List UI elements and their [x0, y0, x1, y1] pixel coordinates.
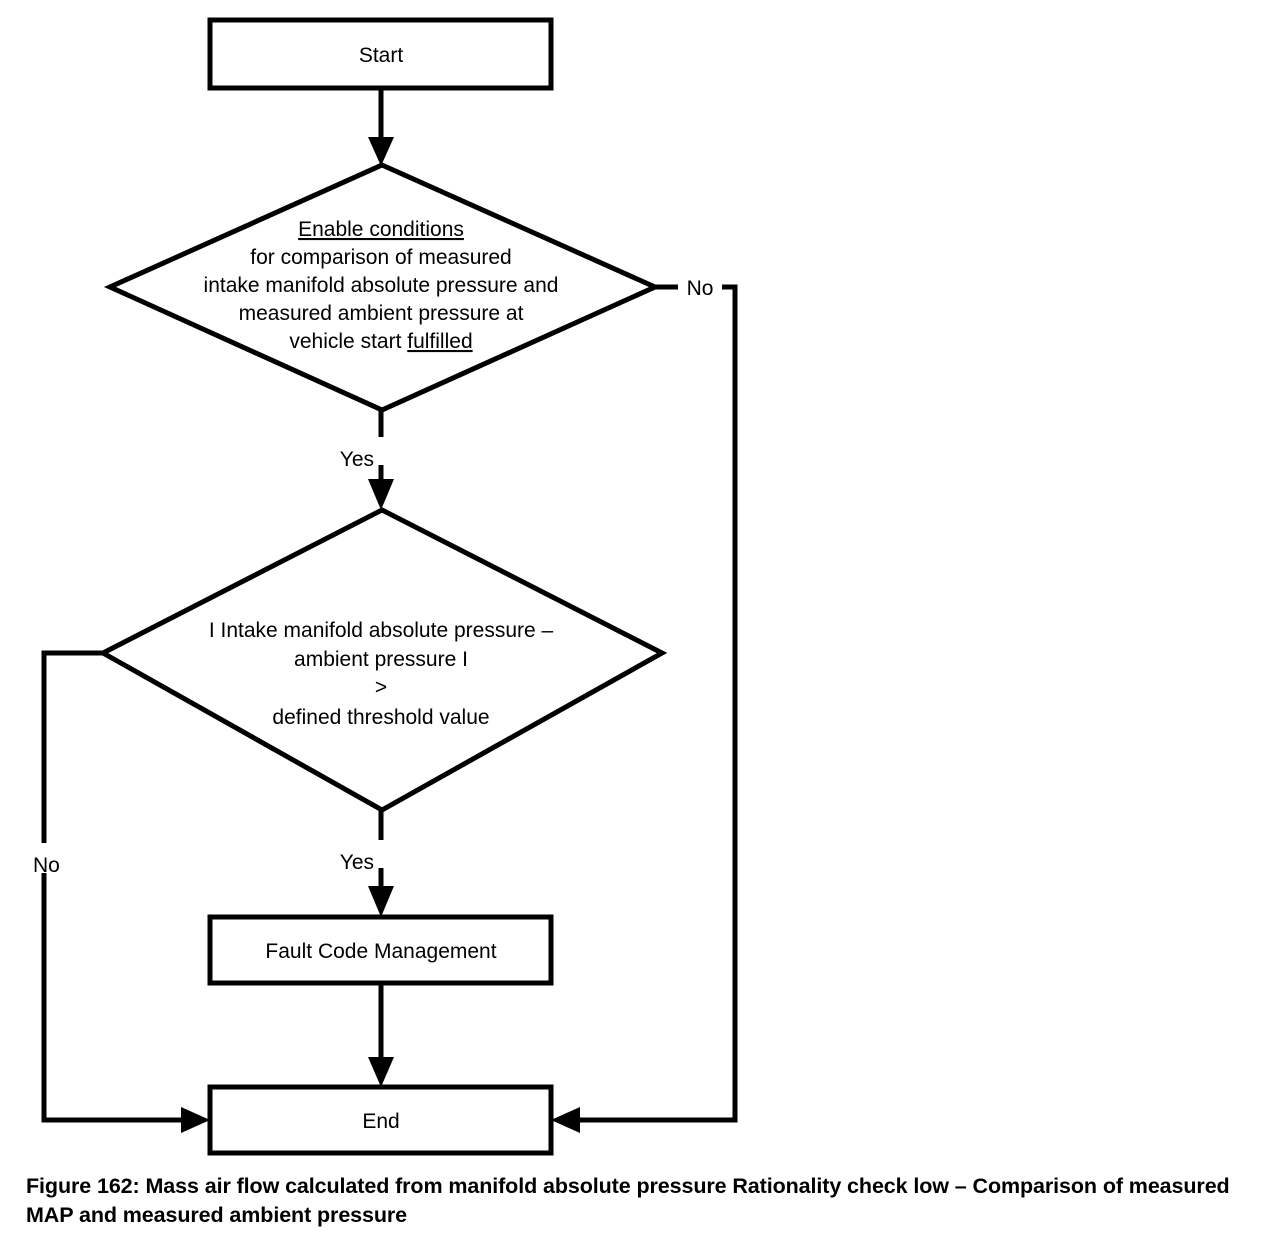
edge-label-threshold-yes: Yes [340, 851, 374, 874]
figure-caption-line-2: Comparison of measured MAP and measured … [26, 1174, 1230, 1227]
decision-enable-line-1: Enable conditions [298, 218, 464, 241]
decision-threshold-line-2: ambient pressure I [294, 648, 468, 671]
edge-threshold-no [41, 650, 210, 1133]
node-end-label: End [362, 1110, 399, 1133]
edge-label-enable-yes: Yes [340, 448, 374, 471]
node-start: Start [207, 17, 554, 91]
flowchart-canvas: Start Enable conditions for comparison o… [33, 17, 738, 1156]
node-end: End [207, 1084, 554, 1156]
decision-enable-line-3: intake manifold absolute pressure and [204, 274, 559, 297]
decision-enable-line-2: for comparison of measured [250, 246, 511, 269]
node-fault-code-management: Fault Code Management [207, 914, 554, 986]
edge-enable-yes [368, 410, 394, 510]
edge-label-threshold-no: No [33, 854, 60, 877]
edge-threshold-yes [368, 810, 394, 917]
edge-label-enable-no: No [687, 277, 714, 300]
node-decision-threshold: I Intake manifold absolute pressure – am… [97, 507, 668, 813]
decision-threshold-line-1: I Intake manifold absolute pressure – [209, 619, 554, 642]
decision-threshold-line-3: > [375, 676, 387, 699]
edge-fault-to-end [368, 983, 394, 1087]
decision-enable-line-5-underlined: fulfilled [407, 330, 472, 353]
edge-start-to-enable [368, 88, 394, 166]
figure-caption: Figure 162: Mass air flow calculated fro… [26, 1172, 1258, 1230]
decision-enable-line-5: vehicle start fulfilled [289, 330, 472, 353]
decision-threshold-line-4: defined threshold value [272, 706, 489, 729]
node-decision-enable-conditions: Enable conditions for comparison of meas… [103, 162, 662, 413]
decision-enable-line-4: measured ambient pressure at [239, 302, 524, 325]
decision-enable-line-5-plain: vehicle start [289, 330, 407, 353]
node-fault-code-management-label: Fault Code Management [265, 940, 496, 963]
edge-enable-no [551, 284, 738, 1133]
figure-caption-line-1: Figure 162: Mass air flow calculated fro… [26, 1174, 967, 1198]
node-start-label: Start [359, 44, 404, 67]
